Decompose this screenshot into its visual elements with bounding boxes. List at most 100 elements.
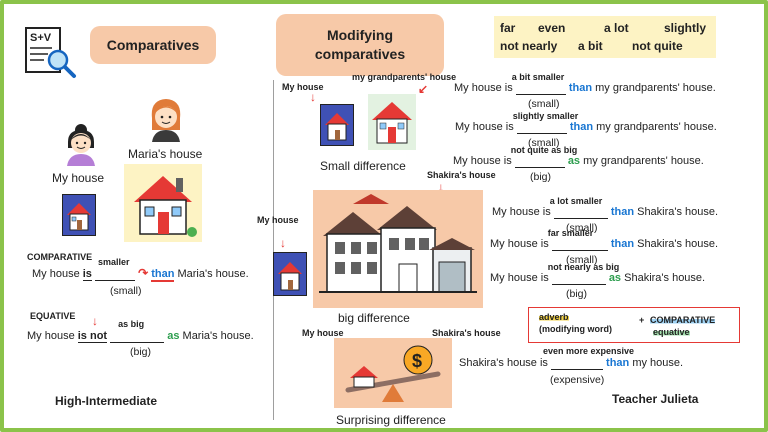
row-modifier: not quite as big (510, 145, 578, 155)
small_diff-row-2: My house is not quite as big as my grand… (453, 145, 704, 168)
row-link: as (608, 272, 622, 284)
comparatives-title: Comparatives (90, 26, 216, 64)
equative-heading: EQUATIVE (30, 311, 76, 321)
formula-equative: equative (653, 327, 690, 337)
row-post: my grandparents' house. (580, 155, 704, 167)
my-avatar (62, 122, 100, 166)
comparative-is: is (82, 268, 92, 281)
surprise-sentence: Shakira's house is even more expensive t… (459, 346, 684, 370)
row-hint: (small) (566, 222, 598, 234)
teacher-label: Teacher Julieta (612, 392, 699, 406)
panel-divider (273, 80, 274, 420)
comparative-post: Maria's house. (174, 268, 249, 280)
row-link: than (610, 238, 635, 250)
modifier-a-lot: a lot (604, 21, 629, 35)
row-link: as (567, 155, 581, 167)
comparative-pre: My house (32, 268, 83, 280)
small-myhouse-arrow: ↓ (310, 90, 316, 104)
my-house-icon (62, 194, 96, 236)
small-grand-house-icon (368, 94, 416, 150)
surprise-mod: even more expensive (542, 346, 635, 356)
row-post: my grandparents' house. (593, 121, 717, 133)
row-hint: (small) (528, 98, 560, 110)
modifier-not-quite: not quite (632, 39, 683, 53)
row-pre: My house is (453, 155, 515, 167)
modifiers-box: far even a lot slightly not nearly a bit… (494, 16, 716, 58)
level-label: High-Intermediate (55, 394, 158, 408)
row-hint: (big) (566, 288, 588, 300)
modifier-not-nearly: not nearly (500, 39, 558, 53)
row-modifier: slightly smaller (512, 111, 579, 121)
small-myhouse-label: My house (282, 82, 324, 92)
big-shakira-arrow: ↓ (438, 180, 444, 194)
equative-word: as big (118, 319, 145, 329)
comparative-than: than (151, 268, 175, 282)
maria-avatar (146, 96, 186, 142)
modifying-title: Modifying comparatives (276, 14, 444, 76)
row-pre: My house is (454, 82, 516, 94)
my-house-label: My house (52, 171, 105, 185)
row-link: than (569, 121, 594, 133)
modifier-even: even (538, 21, 566, 35)
formula-sub: (modifying word) (539, 324, 612, 334)
row-modifier: a bit smaller (511, 72, 565, 82)
shakira-mansion-icon (313, 190, 483, 308)
equative-post: Maria's house. (179, 330, 254, 342)
maria-house-label: Maria's house (128, 147, 203, 161)
row-pre: My house is (455, 121, 517, 133)
comparative-word: smaller (98, 257, 130, 267)
modifier-far: far (500, 21, 516, 35)
small-grand-arrow: ↙ (418, 82, 429, 96)
svg-text:$: $ (412, 351, 422, 371)
big_diff-row-1: My house is far smaller than Shakira's h… (490, 228, 719, 251)
svg-text:S+V: S+V (30, 32, 52, 44)
equative-isnot: is not (77, 330, 108, 343)
formula-plus: + (639, 315, 645, 325)
surprise-link: than (606, 357, 630, 369)
row-hint: (small) (528, 137, 560, 149)
seesaw-icon: $ (334, 338, 452, 408)
surprise-hint: (expensive) (550, 374, 605, 386)
comparative-hint: (small) (110, 285, 142, 297)
equative-sentence: My house is not as big as Maria's house. (27, 319, 254, 343)
small-grand-label: my grandparents' house (352, 72, 457, 82)
comparative-sentence: My house is smaller ↷ than Maria's house… (32, 257, 249, 282)
surprise-shakira-label: Shakira's house (432, 328, 501, 338)
formula-adverb: adverb (539, 312, 569, 322)
row-link: than (610, 206, 635, 218)
surprise-post: my house. (629, 357, 684, 369)
surprise-myhouse-label: My house (302, 328, 344, 338)
maria-house-icon (124, 164, 202, 242)
modifier-a-bit: a bit (578, 39, 603, 53)
big_diff-row-2: My house is not nearly as big as Shakira… (490, 262, 706, 285)
big-myhouse-arrow: ↓ (280, 236, 286, 250)
row-modifier: a lot smaller (549, 196, 603, 206)
comparative-heading: COMPARATIVE (27, 252, 93, 262)
small_diff-row-0: My house is a bit smaller than my grandp… (454, 72, 716, 95)
row-link: than (568, 82, 593, 94)
big-shakira-label: Shakira's house (427, 170, 496, 180)
small-myhouse-icon (320, 104, 354, 146)
formula-comparative: COMPARATIVE (650, 315, 716, 325)
modifier-slightly: slightly (664, 21, 707, 35)
surprise-pre: Shakira's house is (459, 357, 551, 369)
small-diff-label: Small difference (320, 159, 406, 173)
row-post: Shakira's house. (634, 206, 719, 218)
row-post: my grandparents' house. (592, 82, 716, 94)
big-myhouse-label: My house (257, 215, 299, 225)
equative-arrow: ↓ (92, 314, 98, 328)
row-pre: My house is (490, 238, 552, 250)
row-hint: (small) (566, 254, 598, 266)
formula-box: adverb (modifying word) + COMPARATIVE eq… (528, 307, 740, 343)
row-pre: My house is (490, 272, 552, 284)
row-hint: (big) (530, 171, 552, 183)
row-pre: My house is (492, 206, 554, 218)
row-modifier: far smaller (547, 228, 594, 238)
equative-pre: My house (27, 330, 78, 342)
row-post: Shakira's house. (621, 272, 706, 284)
row-post: Shakira's house. (634, 238, 719, 250)
row-modifier: not nearly as big (547, 262, 620, 272)
surprise-label: Surprising difference (336, 413, 446, 427)
big-myhouse-icon (273, 252, 307, 296)
